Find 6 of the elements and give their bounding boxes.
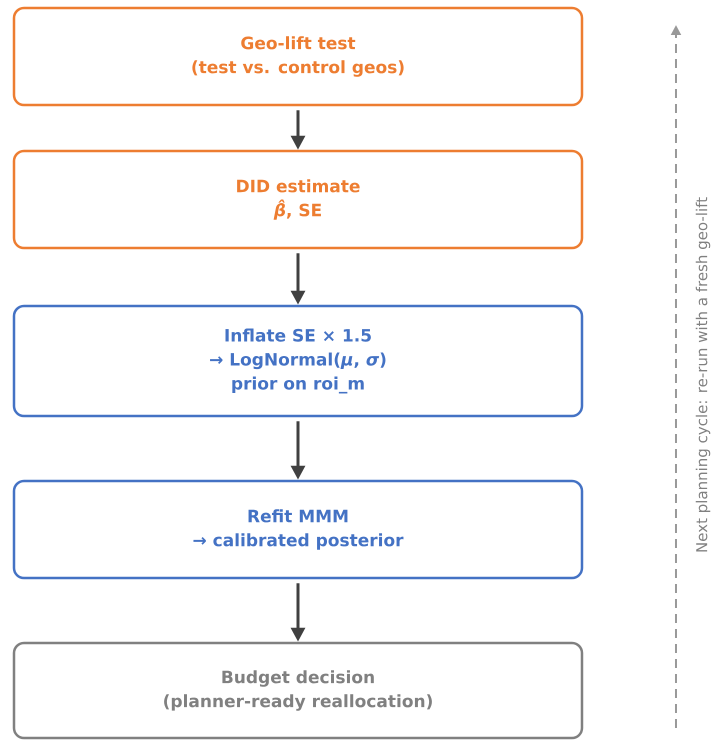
process-box: Inflate SE × 1.5 → LogNormal(μ, σ) prior on roi_m	[12, 304, 584, 418]
cycle-note: Next planning cycle: re-run with a fresh geo-lift	[696, 197, 710, 552]
process-box: Refit MMM → calibrated posterior	[12, 480, 584, 580]
process-box: Geo-lift test (test vs. control geos)	[12, 6, 584, 106]
process-box: Budget decision (planner-ready reallocation)	[12, 642, 584, 740]
process-box: DID estimate β̂, SE	[12, 150, 584, 250]
